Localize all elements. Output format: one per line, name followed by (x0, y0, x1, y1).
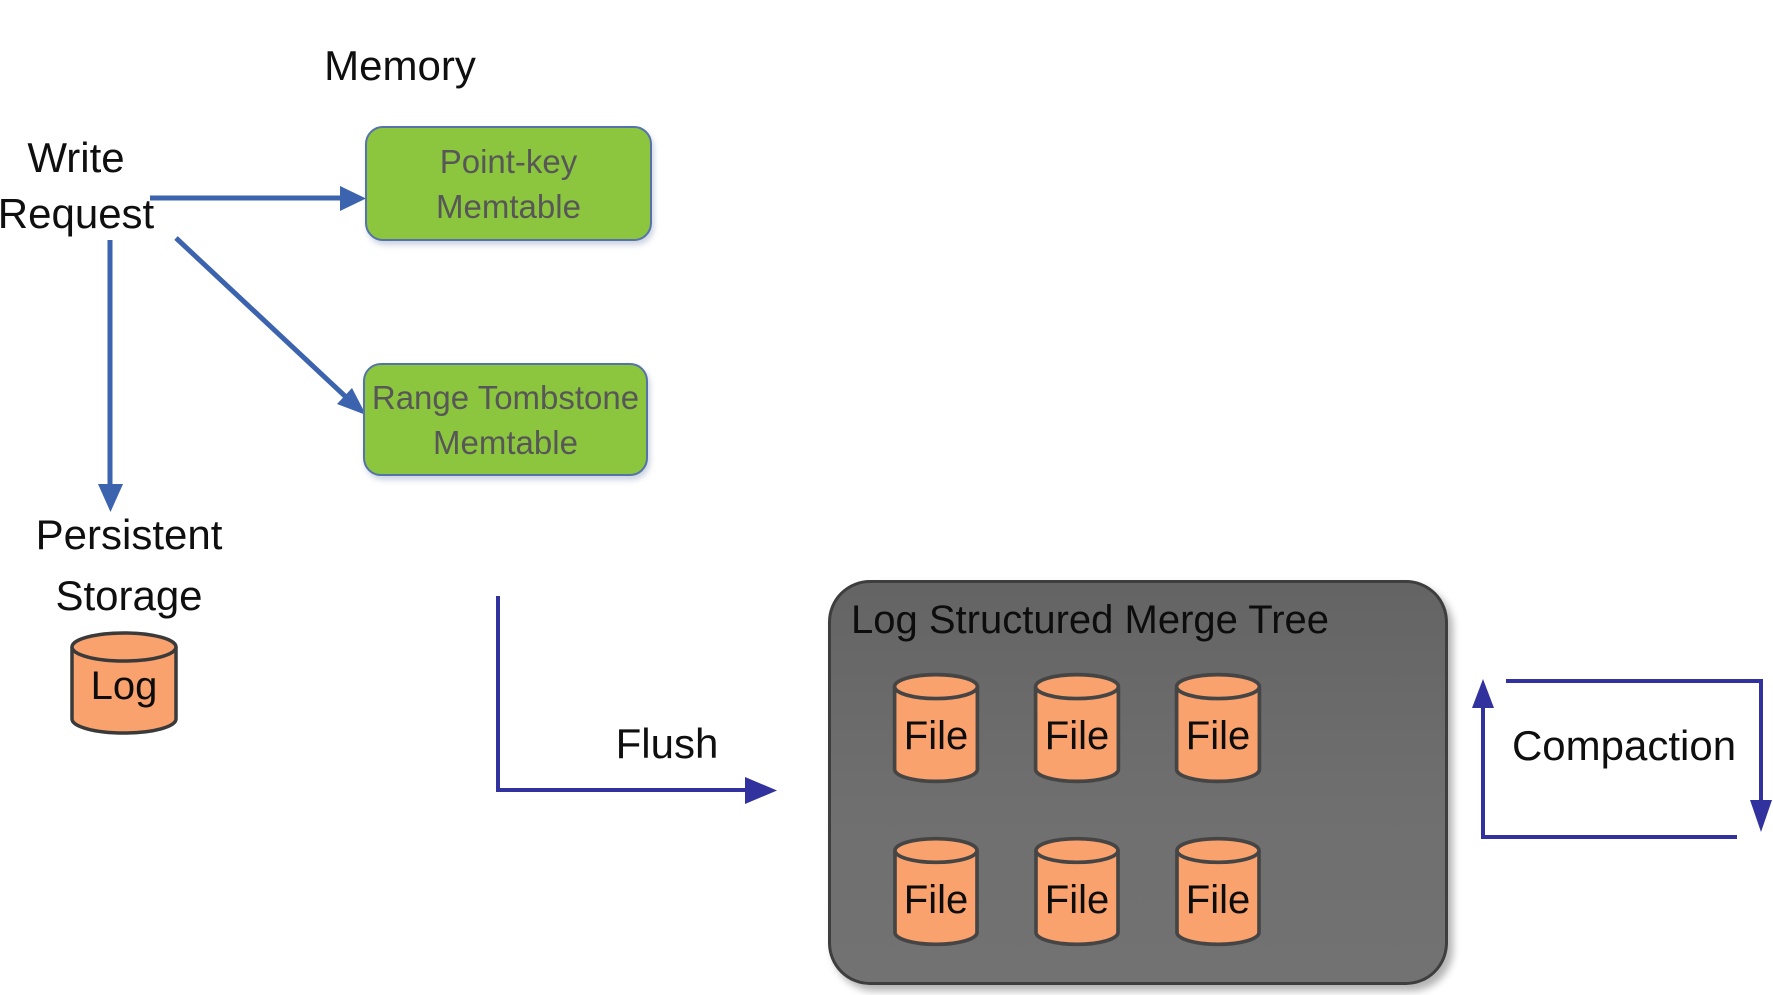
log-cylinder: Log (68, 628, 180, 738)
range-tombstone-memtable-line1: Range Tombstone (371, 378, 640, 416)
file-label: File (903, 877, 969, 922)
write-to-pointkey-arrow (150, 186, 366, 211)
file-label: File (1185, 714, 1251, 759)
cylinder-icon (893, 836, 979, 947)
cylinder-icon (1174, 672, 1262, 784)
persistent-storage-line1: Persistent (35, 511, 223, 558)
lsm-tree-box: Log Structured Merge Tree File File File (828, 580, 1448, 985)
file-cylinder: File (1172, 835, 1264, 948)
pointkey-memtable-line2: Memtable (436, 187, 581, 225)
file-cylinder: File (890, 670, 982, 786)
pointkey-memtable-line1: Point-key (439, 142, 578, 180)
file-label: File (1185, 877, 1251, 922)
write-request-label: Write Request (0, 130, 154, 242)
cylinder-icon (1034, 836, 1120, 947)
compaction-label: Compaction (1511, 722, 1737, 769)
cylinder-icon (70, 631, 178, 735)
memory-label: Memory (324, 42, 476, 89)
range-tombstone-memtable-line2: Memtable (433, 423, 578, 461)
cylinder-icon (1033, 672, 1121, 784)
range-tombstone-memtable-box: Range Tombstone Memtable (363, 363, 648, 476)
cylinder-icon (892, 672, 980, 784)
lsm-tree-title: Log Structured Merge Tree (851, 598, 1330, 642)
pointkey-memtable-box: Point-key Memtable (365, 126, 652, 241)
write-to-persistent-storage-arrow (98, 240, 123, 512)
write-to-range-tombstone-arrow (174, 236, 366, 415)
write-request-line1: Write (27, 134, 125, 181)
write-request-line2: Request (0, 190, 155, 237)
log-label: Log (90, 664, 158, 709)
file-cylinder: File (890, 835, 982, 948)
file-label: File (1044, 714, 1110, 759)
file-label: File (903, 714, 969, 759)
cylinder-icon (1175, 836, 1261, 947)
file-cylinder: File (1031, 835, 1123, 948)
persistent-storage-line2: Storage (55, 572, 203, 619)
persistent-storage-label: Persistent Storage (36, 504, 223, 626)
file-cylinder: File (1172, 670, 1264, 786)
flush-label: Flush (615, 720, 719, 767)
file-label: File (1044, 877, 1110, 922)
file-cylinder: File (1031, 670, 1123, 786)
flush-arrow (496, 596, 777, 804)
